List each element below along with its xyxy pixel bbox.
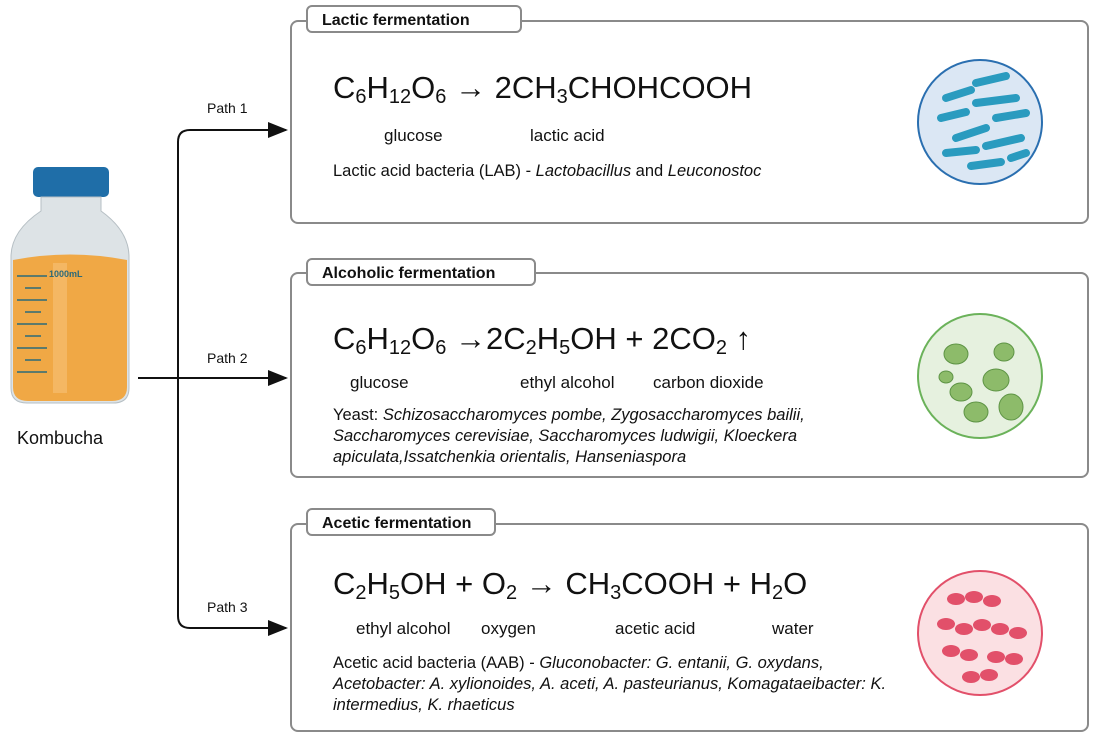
- label-ethyl-alcohol: ethyl alcohol: [520, 373, 615, 392]
- equation-text: C: [333, 321, 356, 356]
- equation-subscript: 2: [355, 582, 367, 604]
- label-ethyl-alcohol: ethyl alcohol: [356, 619, 451, 638]
- equation-text: O: [411, 321, 436, 356]
- lactic-organisms: Lactic acid bacteria (LAB) - Lactobacill…: [333, 161, 913, 182]
- equation-subscript: 12: [388, 86, 412, 108]
- equation-text: H: [366, 321, 389, 356]
- equation-subscript: 2: [771, 582, 784, 604]
- organism-group: Lactic acid bacteria (LAB) -: [333, 162, 536, 180]
- equation-text: C: [333, 70, 356, 105]
- lactic-title: Lactic fermentation: [306, 5, 522, 33]
- kombucha-bottle-icon: [10, 167, 130, 404]
- equation-subscript: 2: [505, 582, 518, 604]
- organism-group: Yeast:: [333, 406, 383, 424]
- equation-text: O: [783, 566, 808, 601]
- equation-subscript: 6: [355, 337, 367, 359]
- equation-text: CHOHCOOH: [567, 70, 753, 105]
- equation-text: →2C: [446, 321, 526, 356]
- label-glucose: glucose: [350, 373, 409, 392]
- path-2-label: Path 2: [207, 350, 248, 366]
- equation-text: O: [411, 70, 436, 105]
- alcoholic-equation: C6H12O6 →2C2H5OH + 2CO2 ↑: [333, 321, 752, 359]
- label-glucose: glucose: [384, 126, 443, 145]
- acetic-title: Acetic fermentation: [306, 508, 496, 536]
- path-1-label: Path 1: [207, 100, 248, 116]
- label-carbon-dioxide: carbon dioxide: [653, 373, 764, 392]
- equation-subscript: 2: [715, 337, 727, 359]
- aab-organisms: Acetic acid bacteria (AAB) - Gluconobact…: [333, 653, 913, 716]
- label-water: water: [772, 619, 814, 638]
- organism-names: Lactobacillus: [535, 162, 632, 180]
- lab-bacteria-icon: [917, 59, 1043, 185]
- label-acetic-acid: acetic acid: [615, 619, 696, 638]
- acetic-panel: [290, 523, 1089, 732]
- path-3-label: Path 3: [207, 599, 248, 615]
- equation-subscript: 3: [556, 86, 568, 108]
- aab-bacteria-icon: [917, 570, 1043, 696]
- yeast-organisms: Yeast: Schizosaccharomyces pombe, Zygosa…: [333, 405, 913, 468]
- lactic-equation: C6H12O6 → 2CH3CHOHCOOH: [333, 70, 753, 108]
- equation-text: → 2CH: [446, 70, 557, 105]
- equation-subscript: 2: [525, 337, 537, 359]
- equation-text: COOH + H: [621, 566, 772, 601]
- organism-names: Schizosaccharomyces pombe, Zygosaccharom…: [333, 406, 805, 466]
- organism-group: and: [631, 162, 668, 180]
- yeast-icon: [917, 313, 1043, 439]
- organism-group: Acetic acid bacteria (AAB) -: [333, 654, 540, 672]
- equation-subscript: 5: [559, 337, 571, 359]
- kombucha-label: Kombucha: [17, 428, 104, 448]
- label-lactic-acid: lactic acid: [530, 126, 605, 145]
- equation-text: H: [366, 70, 389, 105]
- acetic-equation: C2H5OH + O2 → CH3COOH + H2O: [333, 566, 808, 604]
- equation-subscript: 6: [435, 86, 447, 108]
- equation-subscript: 6: [355, 86, 367, 108]
- equation-subscript: 3: [610, 582, 622, 604]
- equation-subscript: 6: [435, 337, 447, 359]
- bottle-volume-label: 1000mL: [49, 269, 83, 279]
- alcoholic-title: Alcoholic fermentation: [306, 258, 536, 286]
- label-oxygen: oxygen: [481, 619, 536, 638]
- organism-names: Gluconobacter: G. entanii, G. oxydans, A…: [333, 654, 887, 714]
- equation-text: OH + 2CO: [570, 321, 716, 356]
- equation-subscript: 12: [388, 337, 412, 359]
- equation-subscript: 5: [388, 582, 401, 604]
- equation-text: H: [536, 321, 560, 356]
- equation-text: ↑: [727, 321, 752, 356]
- equation-text: H: [366, 566, 389, 601]
- equation-text: C: [333, 566, 356, 601]
- equation-text: → CH: [517, 566, 611, 601]
- equation-text: OH + O: [400, 566, 506, 601]
- organism-names: Leuconostoc: [667, 162, 762, 180]
